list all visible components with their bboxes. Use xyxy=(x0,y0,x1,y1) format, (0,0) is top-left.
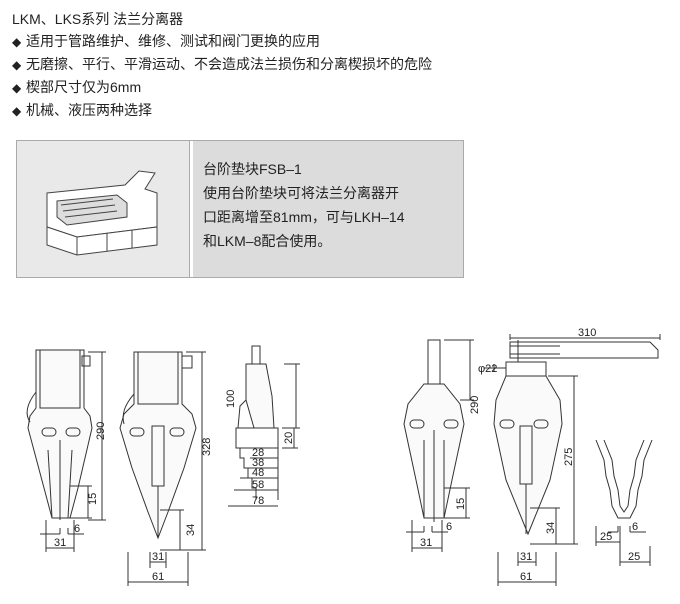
hyd-side-view xyxy=(484,334,661,586)
accessory-text: 台阶垫块FSB–1 使用台阶垫块可将法兰分离器开 口距离增至81mm，可与LKH… xyxy=(193,141,463,277)
step-handle xyxy=(251,345,261,365)
dim-label: 61 xyxy=(152,571,164,583)
bullet-icon: ◆ xyxy=(12,58,22,72)
feature-item: ◆无磨擦、平行、平滑运动、不会造成法兰损伤和分离楔损坏的危险 xyxy=(12,53,432,76)
mech-front-view xyxy=(26,349,106,552)
step-block-image xyxy=(17,141,190,277)
dim-label: 15 xyxy=(455,498,467,510)
mech-side-body xyxy=(137,351,179,405)
mech-side-view xyxy=(119,351,206,586)
slot-icon xyxy=(169,427,185,437)
technical-drawings: 290 15 6 31 328 34 31 61 100 20 28 38 48… xyxy=(26,327,661,586)
slot-icon xyxy=(41,427,57,437)
dim-label: 31 xyxy=(54,537,66,549)
dim-label: 34 xyxy=(545,522,557,534)
dim-label: 290 xyxy=(469,396,481,414)
accessory-name: 台阶垫块FSB–1 xyxy=(203,161,302,177)
feature-item: ◆机械、液压两种选择 xyxy=(12,99,432,122)
feature-item: ◆适用于管路维护、维修、测试和阀门更换的应用 xyxy=(12,30,432,53)
slot-icon xyxy=(499,419,515,429)
dim-label: 31 xyxy=(420,537,432,549)
step-block-illustration xyxy=(46,170,158,256)
dim-label: 275 xyxy=(563,448,575,466)
dim-label: 25 xyxy=(628,551,640,563)
hyd-rod xyxy=(427,339,441,385)
slot-icon xyxy=(129,427,145,437)
slot-icon xyxy=(409,419,425,429)
accessory-panel: 台阶垫块FSB–1 使用台阶垫块可将法兰分离器开 口距离增至81mm，可与LKH… xyxy=(16,140,464,278)
dim-label: 6 xyxy=(446,521,452,533)
dim-label: 78 xyxy=(252,495,264,507)
dim-label: 100 xyxy=(225,390,237,408)
dim-label: 6 xyxy=(74,523,80,535)
accessory-desc-line: 口距离增至81mm，可与LKH–14 xyxy=(203,209,405,225)
dim-label: 34 xyxy=(185,524,197,536)
product-title: LKM、LKS系列 法兰分离器 xyxy=(12,11,184,27)
hyd-front-view xyxy=(403,339,474,552)
dim-label: 6 xyxy=(632,521,638,533)
bullet-icon: ◆ xyxy=(12,81,22,95)
bullet-icon: ◆ xyxy=(12,104,22,118)
mech-front-body xyxy=(39,349,81,409)
dim-label: 58 xyxy=(252,479,264,491)
accessory-desc-line: 和LKM–8配合使用。 xyxy=(203,233,332,249)
step-block-view xyxy=(228,345,300,507)
bullet-icon: ◆ xyxy=(12,35,22,49)
dim-label: 61 xyxy=(520,571,532,583)
dim-label: 28 xyxy=(252,447,264,459)
accessory-desc-line: 使用台阶垫块可将法兰分离器开 xyxy=(203,185,399,201)
slot-icon xyxy=(533,419,549,429)
dim-label: φ22 xyxy=(478,363,497,375)
dim-label: 31 xyxy=(152,551,164,563)
knob-icon xyxy=(181,355,193,369)
feature-item: ◆楔部尺寸仅为6mm xyxy=(12,76,432,99)
dim-label: 31 xyxy=(520,551,532,563)
knob-icon xyxy=(81,355,91,367)
slot-icon xyxy=(65,427,81,437)
dim-label: 48 xyxy=(252,467,264,479)
slot-icon xyxy=(443,419,459,429)
hyd-handle xyxy=(509,341,659,359)
spec-header: LKM、LKS系列 法兰分离器 ◆适用于管路维护、维修、测试和阀门更换的应用 ◆… xyxy=(12,8,432,122)
dim-label: 25 xyxy=(600,531,612,543)
dim-label: 310 xyxy=(578,327,596,339)
dim-label: 38 xyxy=(252,457,264,469)
dim-label: 15 xyxy=(87,493,99,505)
dim-label: 20 xyxy=(283,432,295,444)
dim-label: 328 xyxy=(201,438,213,456)
jaw-detail-view xyxy=(595,439,653,566)
dim-label: 290 xyxy=(95,422,107,440)
